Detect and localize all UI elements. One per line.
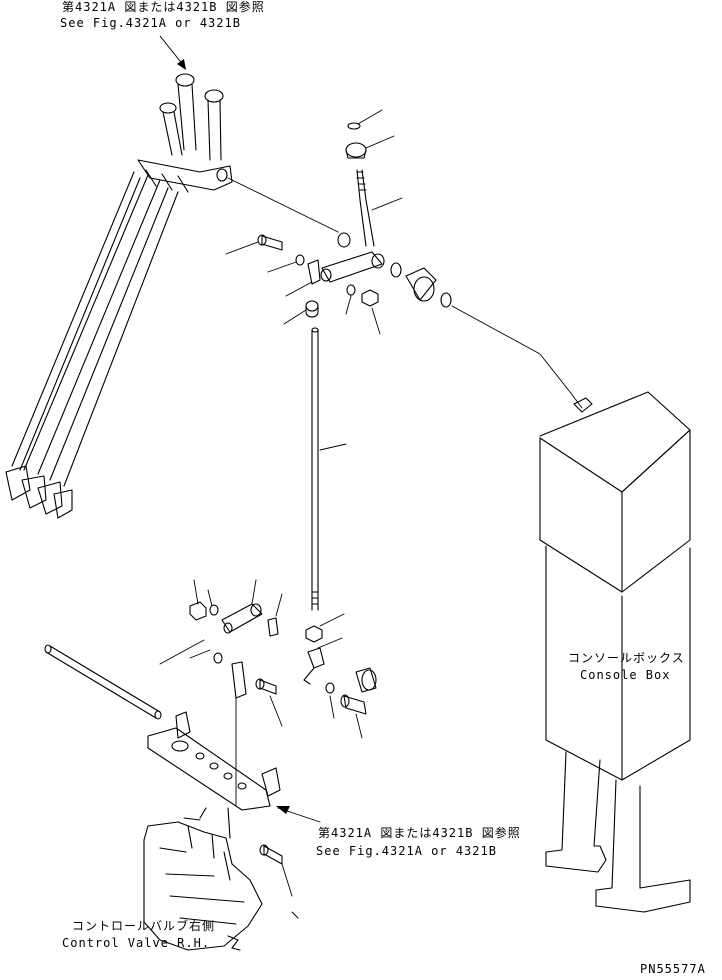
console-box-label-en: Console Box bbox=[580, 668, 671, 682]
bracket-plate bbox=[147, 711, 281, 811]
drawing-number: PN55577A bbox=[640, 962, 706, 976]
bracket-reference-label-en: See Fig.4321A or 4321B bbox=[316, 844, 497, 858]
control-cable bbox=[451, 305, 583, 409]
top-reference-label-en: See Fig.4321A or 4321B bbox=[60, 16, 241, 30]
cross-shaft bbox=[44, 644, 162, 720]
control-valve-label-jp: コントロールバルブ右側 bbox=[72, 919, 216, 933]
bracket-reference-arrow bbox=[276, 806, 321, 823]
control-rod bbox=[311, 327, 347, 611]
lower-rod-end-group bbox=[303, 613, 377, 739]
lever-assembly bbox=[5, 73, 233, 519]
control-valve bbox=[143, 807, 299, 951]
upper-bellcrank-group bbox=[257, 122, 452, 318]
control-valve-label-en: Control Valve R.H. bbox=[62, 936, 211, 950]
leader-line-upper-link bbox=[227, 177, 339, 233]
lower-link-group bbox=[159, 579, 283, 807]
leader-lines-upper bbox=[225, 109, 403, 335]
top-reference-label-jp: 第4321A 図または4321B 図参照 bbox=[62, 0, 265, 14]
console-box bbox=[539, 391, 691, 913]
console-box-label-jp: コンソールボックス bbox=[568, 651, 685, 665]
bracket-reference-label-jp: 第4321A 図または4321B 図参照 bbox=[318, 826, 521, 840]
